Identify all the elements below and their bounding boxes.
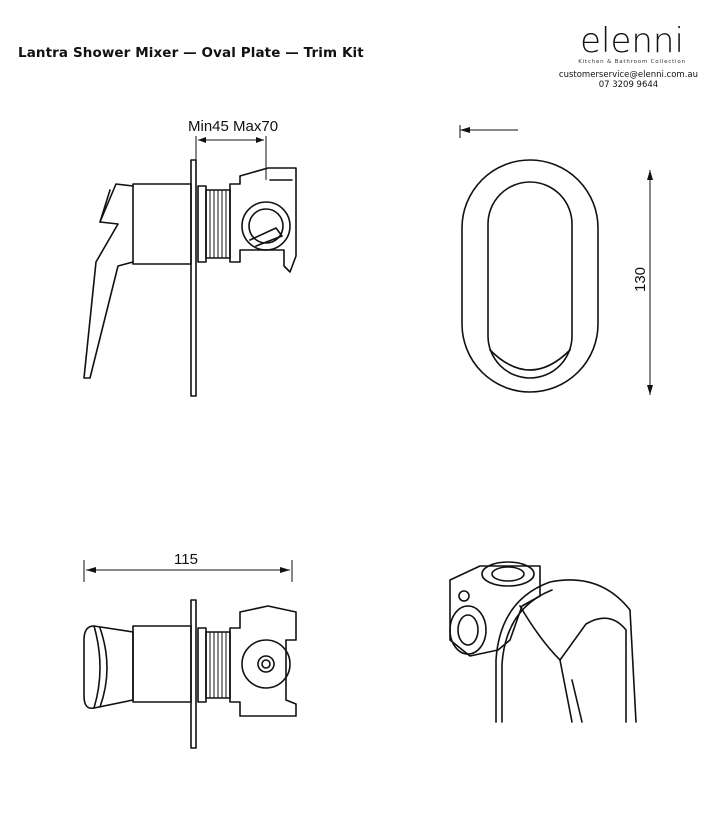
valve-port-outer (241, 201, 291, 251)
dimension-height-label: 130 (632, 267, 649, 292)
iso-plate-edge (501, 589, 553, 723)
cartridge-collar (197, 185, 207, 263)
dimension-length-label: 115 (174, 551, 198, 568)
oval-plate-inner (487, 181, 573, 379)
cartridge-collar-2 (197, 627, 207, 703)
iso-front-port-inner (457, 614, 479, 646)
dim-arrow-width (460, 127, 470, 133)
dim-arrow-length-right (280, 567, 290, 573)
brand-block: elenni Kitchen & Bathroom Collection (572, 22, 692, 65)
brand-tagline: Kitchen & Bathroom Collection (578, 59, 686, 65)
lever-handle (83, 183, 134, 379)
knob-face-edge (93, 625, 101, 709)
isometric-view (449, 561, 637, 723)
contact-block: customerservice@elenni.com.au 07 3209 96… (559, 70, 698, 90)
contact-phone: 07 3209 9644 (598, 80, 659, 90)
dimension-depth-label: Min45 Max70 (188, 118, 278, 135)
dim-arrow-top (647, 170, 653, 180)
valve-port-clip (249, 227, 283, 247)
dim-arrow-right (256, 137, 264, 143)
valve-body-2 (229, 605, 297, 717)
front-view-oval-plate: 130 (459, 125, 653, 395)
knob-face-edge-2 (99, 627, 108, 708)
oval-plate-bevel (489, 349, 571, 371)
knob-handle (83, 625, 134, 710)
dim-arrow-bottom (647, 385, 653, 395)
contact-email: customerservice@elenni.com.au (558, 70, 698, 80)
mixer-body-2 (132, 625, 192, 703)
mixer-body (132, 183, 192, 265)
brand-logo: elenni (580, 21, 684, 61)
side-view-lever: Min45 Max70 (83, 118, 297, 397)
iso-top-port-outer (481, 561, 535, 587)
iso-valve-body (449, 565, 541, 657)
side-view-knob: 115 (83, 551, 297, 749)
cartridge-thread (205, 189, 231, 259)
iso-screw-hole (458, 590, 470, 602)
iso-body-to-plate (519, 605, 561, 661)
valve-port-core-2 (261, 659, 271, 669)
valve-port-inner-2 (257, 655, 275, 673)
page-title: Lantra Shower Mixer — Oval Plate — Trim … (18, 45, 364, 61)
valve-port-outer-2 (241, 639, 291, 689)
valve-body (229, 167, 297, 273)
lever-edge (99, 189, 111, 223)
oval-plate-outer (461, 159, 599, 393)
cartridge-thread-2 (205, 631, 231, 699)
iso-lever-side (559, 659, 573, 723)
iso-front-port-outer (449, 605, 487, 655)
dim-arrow-left (198, 137, 206, 143)
wall-plate (190, 159, 197, 397)
dim-arrow-length-left (86, 567, 96, 573)
iso-plate (495, 579, 637, 723)
iso-lever-top (559, 617, 627, 723)
iso-top-port-inner (491, 566, 525, 582)
iso-lever-front (571, 679, 583, 723)
